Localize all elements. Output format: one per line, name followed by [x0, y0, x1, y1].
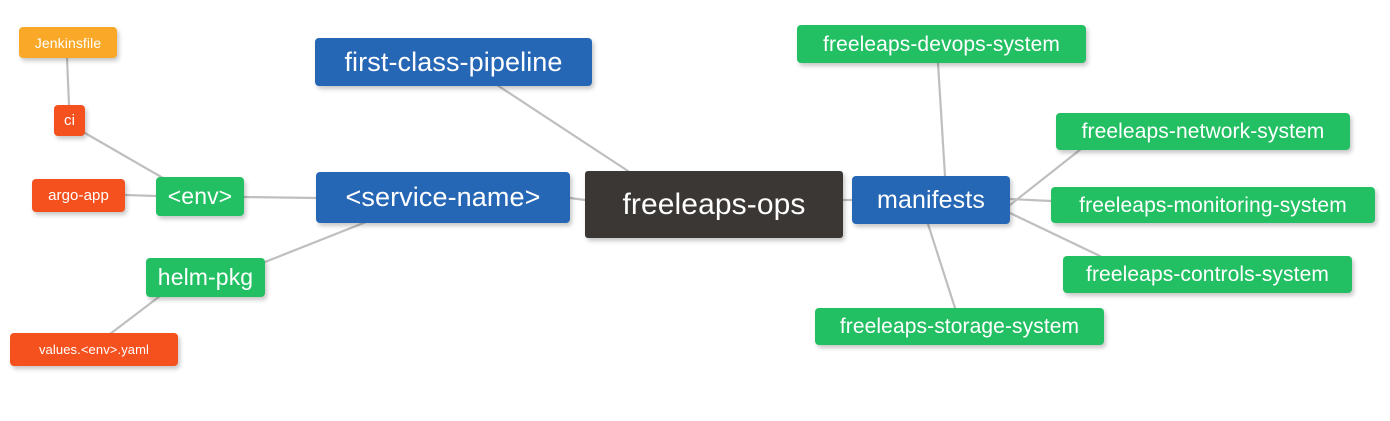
edge-manifests-storage-system [926, 222, 957, 310]
node-freeleaps-controls-system[interactable]: freeleaps-controls-system [1063, 256, 1352, 293]
edge-manifests-devops-system [936, 61, 947, 178]
edge-root-service-name [568, 196, 587, 202]
edge-helm-pkg-values-yaml [108, 294, 162, 336]
node-jenkinsfile[interactable]: Jenkinsfile [19, 27, 117, 58]
node-ci-label: ci [63, 112, 76, 129]
node-env-label: <env> [167, 183, 233, 209]
node-freeleaps-controls-system-label: freeleaps-controls-system [1086, 263, 1329, 286]
node-freeleaps-monitoring-system-label: freeleaps-monitoring-system [1079, 193, 1347, 217]
edge-root-first-class-pipeline [495, 83, 630, 173]
edge-env-ci [83, 131, 165, 180]
node-first-class-pipeline[interactable]: first-class-pipeline [315, 38, 592, 86]
edge-service-name-helm-pkg [263, 220, 368, 264]
node-manifests-label: manifests [877, 185, 985, 214]
node-values-yaml-label: values.<env>.yaml [38, 342, 150, 357]
node-helm-pkg[interactable]: helm-pkg [146, 258, 265, 297]
node-freeleaps-storage-system-label: freeleaps-storage-system [839, 315, 1080, 338]
edge-env-argo-app [123, 193, 158, 198]
node-root-label: freeleaps-ops [622, 187, 806, 221]
node-jenkinsfile-label: Jenkinsfile [34, 34, 102, 51]
edge-ci-jenkinsfile [65, 56, 71, 107]
node-ci[interactable]: ci [54, 105, 85, 136]
node-argo-app-label: argo-app [48, 187, 109, 204]
node-freeleaps-devops-system-label: freeleaps-devops-system [823, 32, 1060, 56]
node-freeleaps-storage-system[interactable]: freeleaps-storage-system [815, 308, 1104, 345]
node-service-name-label: <service-name> [345, 182, 541, 212]
node-freeleaps-devops-system[interactable]: freeleaps-devops-system [797, 25, 1086, 63]
edge-manifests-monitoring-system [1008, 197, 1053, 203]
node-argo-app[interactable]: argo-app [32, 179, 125, 212]
node-helm-pkg-label: helm-pkg [157, 264, 254, 290]
node-freeleaps-network-system[interactable]: freeleaps-network-system [1056, 113, 1350, 150]
node-first-class-pipeline-label: first-class-pipeline [344, 46, 563, 77]
node-env[interactable]: <env> [156, 177, 244, 216]
node-root-freeleaps-ops[interactable]: freeleaps-ops [585, 171, 843, 238]
node-values-yaml[interactable]: values.<env>.yaml [10, 333, 178, 366]
node-freeleaps-monitoring-system[interactable]: freeleaps-monitoring-system [1051, 187, 1375, 223]
node-manifests[interactable]: manifests [852, 176, 1010, 224]
edge-service-name-env [241, 195, 318, 200]
node-freeleaps-network-system-label: freeleaps-network-system [1081, 120, 1325, 143]
node-service-name[interactable]: <service-name> [316, 172, 570, 223]
